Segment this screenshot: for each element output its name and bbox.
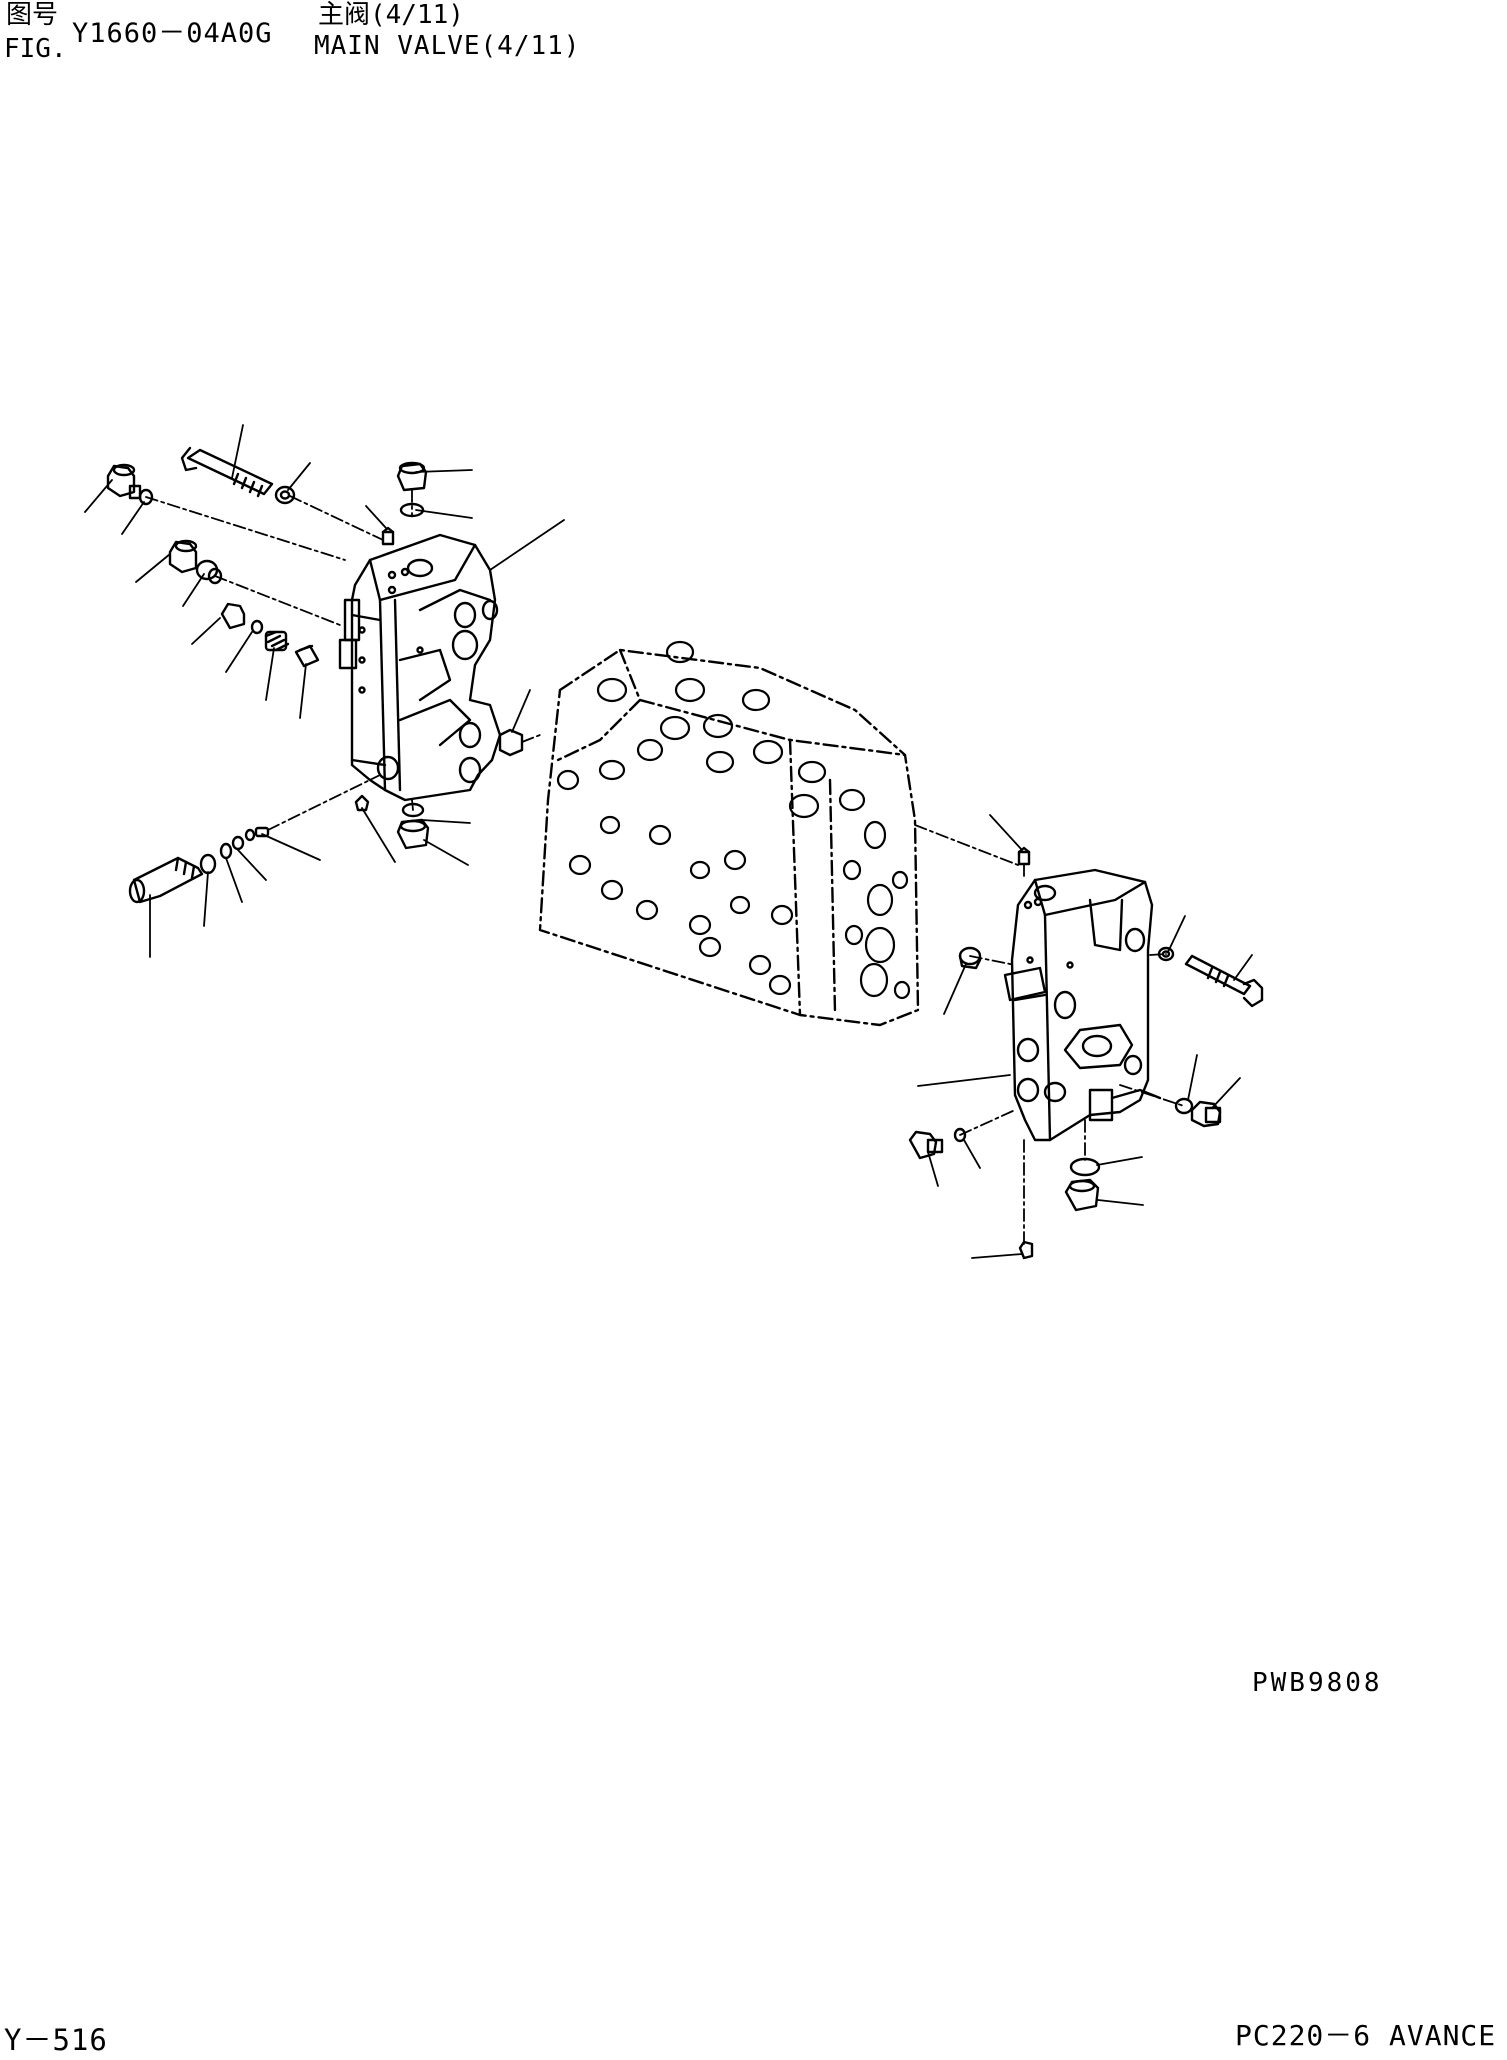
page-title: MAIN VALVE(4/11) <box>314 31 581 61</box>
drawing-code: PWB9808 <box>1252 1668 1383 1698</box>
page-title-cn: 主阀(4/11) <box>318 0 464 30</box>
main-valve-block <box>538 648 920 1027</box>
assembly-lines <box>145 489 1185 1246</box>
right-group-parts <box>908 846 1264 1260</box>
leader-lines <box>84 424 1253 1259</box>
figure-number: Y1660－04A0G <box>72 18 273 49</box>
main-valve-ports <box>556 640 911 1000</box>
left-end-section <box>338 533 502 802</box>
left-group-parts <box>106 446 524 904</box>
model-name: PC220－6 AVANCE <box>1235 2019 1497 2052</box>
figure-label: FIG. <box>4 34 67 64</box>
figure-cn-label: 图号 <box>6 0 59 30</box>
page-number: Y－516 <box>4 2023 108 2057</box>
right-end-section <box>1003 868 1162 1142</box>
